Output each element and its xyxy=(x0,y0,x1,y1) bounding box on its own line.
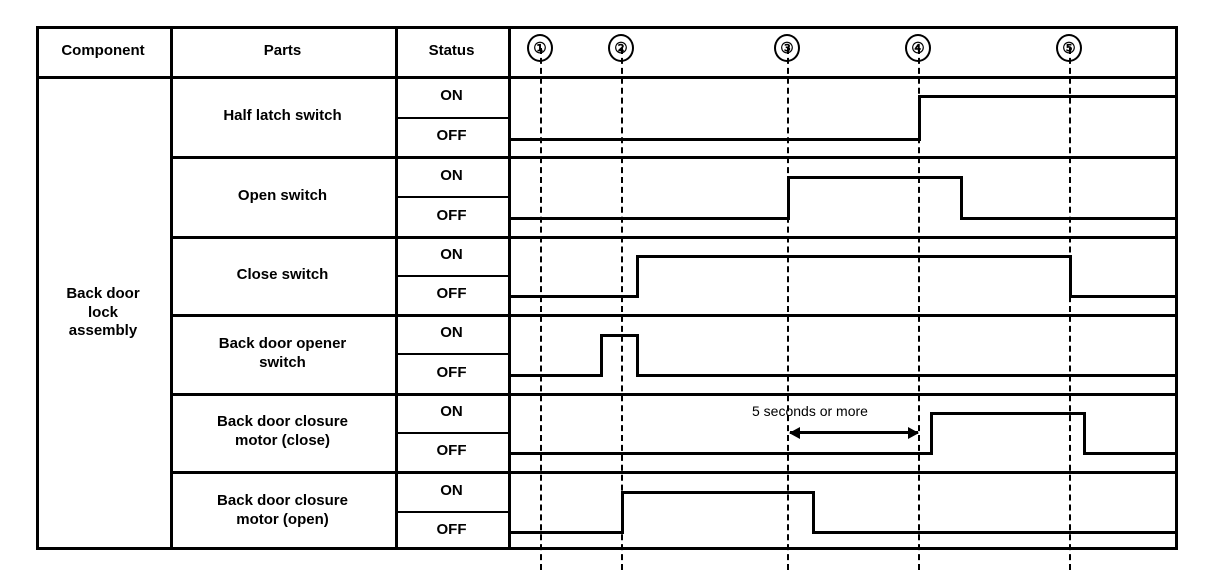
waveform-closure-motor-open-rise-edge xyxy=(621,491,624,534)
waveform-closure-motor-open-fall-edge xyxy=(812,491,815,534)
waveform-half-latch-switch-off-seg xyxy=(508,138,921,141)
component-label-line-3: assembly xyxy=(68,322,138,340)
cell-part-back-door-opener-switch: Back door opener switch xyxy=(170,314,395,393)
waveform-close-switch-fall-edge xyxy=(1069,255,1072,298)
row-divider-4 xyxy=(170,393,1178,396)
status-off-row-1: OFF xyxy=(436,127,467,145)
waveform-open-switch-on-seg xyxy=(787,176,963,179)
part-label-line-1: Back door opener xyxy=(218,334,347,352)
part-label-line-1: Close switch xyxy=(236,265,329,283)
annotation-arrow-head-left xyxy=(789,427,800,439)
status-off-row-2: OFF xyxy=(436,206,467,224)
onoff-divider-1 xyxy=(395,117,508,119)
status-off-row-4: OFF xyxy=(436,363,467,381)
cell-component-back-door-lock-assembly: Back door lock assembly xyxy=(36,76,170,550)
col-divider-status-waveform xyxy=(508,26,511,550)
onoff-divider-2 xyxy=(395,196,508,198)
part-label-line-2: switch xyxy=(259,353,306,371)
status-on-row-1: ON xyxy=(440,87,463,105)
waveform-close-switch-rise-edge xyxy=(636,255,639,298)
status-on-row-2: ON xyxy=(440,166,463,184)
component-label-line-2: lock xyxy=(87,303,118,321)
cell-part-back-door-closure-motor-close: Back door closure motor (close) xyxy=(170,393,395,471)
annotation-arrow-head-right xyxy=(908,427,919,439)
status-on-row-3: ON xyxy=(440,246,463,264)
timing-dashline-1 xyxy=(540,48,542,570)
waveform-close-switch-off-seg-2 xyxy=(1069,295,1178,298)
timing-dashline-4 xyxy=(918,48,920,570)
waveform-open-switch-fall-edge xyxy=(960,176,963,220)
status-on-row-5: ON xyxy=(440,403,463,421)
annotation-label-5-seconds: 5 seconds or more xyxy=(752,403,868,419)
header-status: Status xyxy=(428,42,475,60)
row-divider-3 xyxy=(170,314,1178,317)
waveform-half-latch-switch-on-seg xyxy=(918,95,1178,98)
onoff-divider-4 xyxy=(395,353,508,355)
row-divider-5 xyxy=(170,471,1178,474)
waveform-closure-motor-close-fall-edge xyxy=(1083,412,1086,455)
part-label-line-1: Half latch switch xyxy=(223,106,342,124)
part-label-line-1: Open switch xyxy=(237,186,328,204)
part-label-line-2: motor (open) xyxy=(236,510,329,528)
cell-part-back-door-closure-motor-open: Back door closure motor (open) xyxy=(170,471,395,550)
part-label-line-2: motor (close) xyxy=(234,432,330,449)
waveform-closure-motor-close-rise-edge xyxy=(930,412,933,455)
timing-table xyxy=(36,26,1178,550)
waveform-closure-motor-open-on-seg xyxy=(621,491,815,494)
status-off-row-6: OFF xyxy=(436,521,467,539)
timing-dashline-3 xyxy=(787,48,789,570)
row-divider-1 xyxy=(170,156,1178,159)
timing-dashline-5 xyxy=(1069,48,1071,570)
waveform-closure-motor-close-off-seg-1 xyxy=(508,452,933,455)
waveform-opener-switch-rise-edge xyxy=(600,334,603,377)
waveform-half-latch-switch-rise-edge xyxy=(918,95,921,141)
onoff-divider-6 xyxy=(395,511,508,513)
header-bottom-border xyxy=(36,76,1178,79)
status-on-row-4: ON xyxy=(440,324,463,342)
onoff-divider-3 xyxy=(395,275,508,277)
timing-dashline-2 xyxy=(621,48,623,570)
status-off-row-5: OFF xyxy=(436,442,467,460)
waveform-opener-switch-off-seg-2 xyxy=(636,374,1178,377)
waveform-close-switch-off-seg-1 xyxy=(508,295,639,298)
annotation-arrow-line xyxy=(790,431,918,434)
part-label-line-1: Back door closure xyxy=(217,413,348,431)
waveform-open-switch-off-seg-2 xyxy=(960,217,1178,220)
col-divider-parts-status xyxy=(395,26,398,550)
waveform-opener-switch-fall-edge xyxy=(636,334,639,377)
waveform-close-switch-on-seg xyxy=(636,255,1072,258)
header-component: Component xyxy=(61,42,145,60)
component-label-line-1: Back door xyxy=(66,284,140,302)
status-off-row-3: OFF xyxy=(436,285,467,303)
waveform-closure-motor-close-off-seg-2 xyxy=(1083,452,1178,455)
onoff-divider-5 xyxy=(395,432,508,434)
waveform-closure-motor-close-on-seg xyxy=(930,412,1086,415)
cell-part-open-switch: Open switch xyxy=(170,156,395,236)
row-divider-2 xyxy=(170,236,1178,239)
col-divider-component-parts xyxy=(170,26,173,550)
waveform-open-switch-off-seg-1 xyxy=(508,217,790,220)
part-label-line-1: Back door closure xyxy=(217,491,348,509)
header-parts: Parts xyxy=(263,42,302,60)
waveform-closure-motor-open-off-seg-1 xyxy=(508,531,624,534)
cell-part-close-switch: Close switch xyxy=(170,236,395,314)
waveform-open-switch-rise-edge xyxy=(787,176,790,220)
status-on-row-6: ON xyxy=(440,481,463,499)
cell-part-half-latch-switch: Half latch switch xyxy=(170,76,395,156)
waveform-opener-switch-on-pulse xyxy=(600,334,639,337)
waveform-opener-switch-off-seg-1 xyxy=(508,374,603,377)
waveform-closure-motor-open-off-seg-2 xyxy=(812,531,1178,534)
